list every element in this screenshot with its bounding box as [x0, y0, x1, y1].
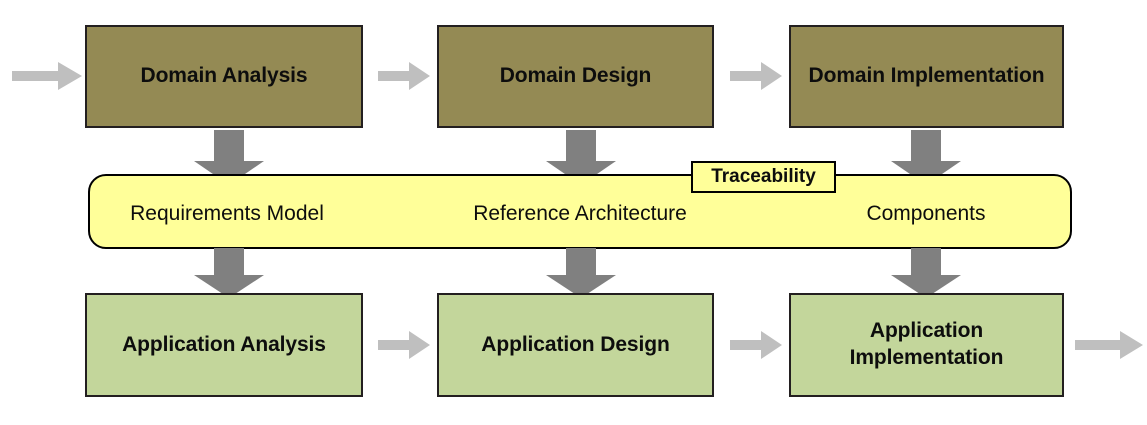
application-exit-arrow-icon [1075, 331, 1143, 359]
down-arrow-from-band-1-icon [194, 248, 264, 298]
domain-flow-arrow-2-icon [730, 62, 782, 90]
asset-reference-architecture-label: Reference Architecture [473, 202, 687, 225]
down-arrow-from-band-2-icon [546, 248, 616, 298]
down-arrow-to-band-2-icon [546, 130, 616, 185]
down-arrow-to-band-1-icon [194, 130, 264, 185]
domain-entry-arrow-icon [12, 62, 82, 90]
domain-design-box[interactable]: Domain Design [437, 25, 714, 128]
asset-requirements-model-label: Requirements Model [130, 202, 324, 225]
application-implementation-box[interactable]: Application Implementation [789, 293, 1064, 397]
application-flow-arrow-1-icon [378, 331, 430, 359]
domain-analysis-box[interactable]: Domain Analysis [85, 25, 363, 128]
application-flow-arrow-2-icon [730, 331, 782, 359]
application-analysis-box[interactable]: Application Analysis [85, 293, 363, 397]
asset-components-label: Components [866, 202, 986, 225]
domain-flow-arrow-1-icon [378, 62, 430, 90]
domain-implementation-box[interactable]: Domain Implementation [789, 25, 1064, 128]
down-arrow-to-band-3-icon [891, 130, 961, 185]
down-arrow-from-band-3-icon [891, 248, 961, 298]
application-design-box[interactable]: Application Design [437, 293, 714, 397]
traceability-label: Traceability [691, 161, 836, 193]
shared-assets-band [88, 174, 1072, 249]
